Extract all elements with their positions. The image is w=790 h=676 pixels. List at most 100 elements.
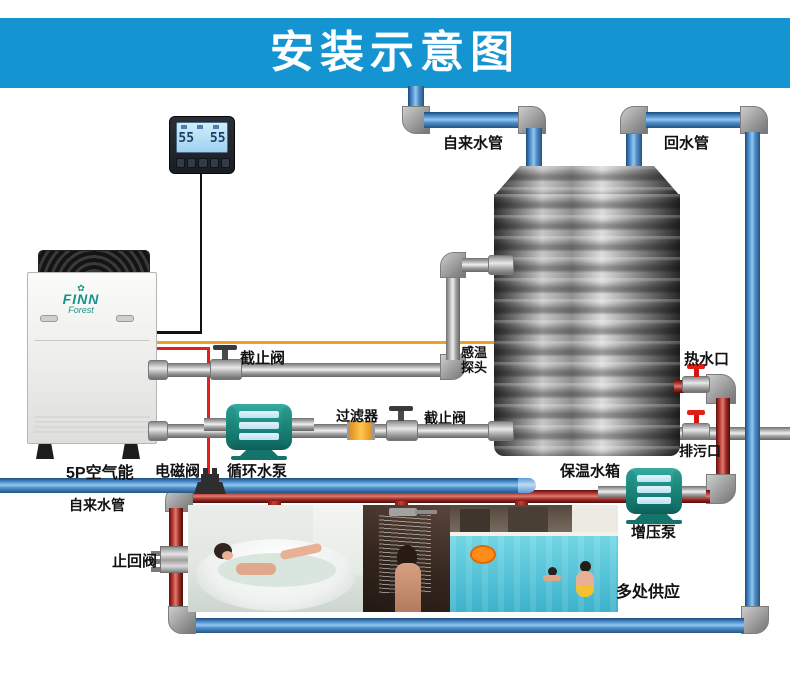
page-title: 安装示意图 [270, 28, 520, 77]
elbow-return-2 [740, 106, 768, 134]
pipe-tap-water-left [0, 478, 528, 493]
pipe-return-right-vertical [745, 132, 760, 610]
pipe-hot-water-main [182, 490, 710, 503]
controller-temp-right: 55 [209, 131, 226, 146]
check-valve-body [160, 546, 190, 573]
heat-pump-body [27, 272, 157, 444]
drain-valve-body [682, 423, 710, 440]
elbow-bottom-right [741, 606, 769, 634]
controller-temp-left: 55 [178, 131, 195, 146]
photo-bathtub [188, 505, 363, 612]
heat-pump-seam [34, 340, 150, 341]
heat-pump-foot-right [122, 444, 140, 459]
label-insulated-tank: 保温水箱 [560, 463, 621, 480]
heat-pump-fan-grille [38, 250, 150, 274]
controller-screen: 55 55 [176, 122, 228, 153]
label-multi-supply: 多处供应 [616, 584, 681, 601]
label-solenoid-valve: 电磁阀 [155, 463, 201, 480]
shower-head [389, 508, 417, 516]
stop-valve-lower-handle [389, 406, 413, 411]
controller-button[interactable] [198, 158, 208, 168]
filter-body [347, 421, 375, 440]
controller-button[interactable] [187, 158, 197, 168]
pipe-return-from-tank [626, 128, 642, 172]
controller-button[interactable] [220, 158, 231, 168]
swimmer-1-head [548, 567, 557, 576]
stop-valve-lower-body [386, 420, 418, 441]
hp-lower-pipe-coupling [148, 421, 168, 441]
pipe-return-horizontal [646, 112, 744, 128]
heat-pump-logo: ✿ FINN Forest [46, 284, 116, 315]
heat-pump-logo-line2: Forest [68, 305, 94, 315]
controller-wire-vertical [200, 174, 202, 333]
label-drain-outlet: 排污口 [679, 443, 721, 459]
solenoid-valve-base [194, 482, 226, 494]
label-tap-water-top: 自来水管 [443, 135, 504, 152]
shower-arm [415, 510, 437, 514]
photo-shower [363, 505, 450, 612]
heat-pump-louvers [34, 416, 150, 436]
label-temp-probe-line2: 探头 [461, 360, 488, 375]
swimmer-2-head [580, 561, 591, 572]
swimmer-2-body [576, 571, 594, 597]
solenoid-valve-prong-right [212, 468, 217, 475]
hp-upper-pipe-coupling [148, 360, 168, 380]
hot-water-valve-stem [694, 369, 699, 377]
pipe-tap-water-into-tank [526, 128, 542, 172]
stop-valve-upper-stem [222, 350, 228, 360]
label-stop-valve-lower: 截止阀 [424, 410, 466, 426]
pipe-hp-to-tank-upper [150, 363, 446, 377]
controller-button[interactable] [176, 158, 186, 168]
title-banner: 安装示意图 [0, 18, 790, 88]
drain-valve-stem [694, 415, 699, 423]
label-check-valve: 止回阀 [112, 553, 158, 570]
label-filter: 过滤器 [336, 408, 378, 424]
label-temp-probe: 感温 探头 [461, 345, 487, 375]
solenoid-wire-vertical [207, 347, 210, 474]
label-stop-valve-upper: 截止阀 [240, 350, 286, 367]
booster-pump [626, 468, 682, 524]
solenoid-wire-horizontal [156, 347, 210, 350]
stop-valve-lower-stem [398, 411, 404, 421]
hot-water-valve-body [682, 376, 710, 393]
circulation-pump-shaft-right [288, 418, 314, 431]
label-hot-water-outlet: 热水口 [684, 351, 730, 368]
label-booster-pump: 增压泵 [631, 524, 677, 541]
circulation-pump-shaft-left [204, 418, 230, 431]
tank-top-cone [494, 166, 680, 196]
check-valve-stub-1 [151, 551, 160, 556]
pipe-tap-water-left-cap [518, 478, 536, 493]
label-heat-pump: 5P空气能 [66, 465, 134, 482]
stop-valve-upper-handle [213, 345, 237, 350]
controller-buttons [176, 158, 231, 168]
pipe-hp-to-tank-vertical [446, 270, 460, 360]
booster-pump-shaft-right [678, 486, 706, 498]
shower-person-body [395, 563, 421, 612]
circulation-pump [226, 404, 292, 460]
controller-button[interactable] [209, 158, 219, 168]
pool-building-2 [508, 507, 548, 533]
temp-probe-wire [156, 341, 502, 344]
label-circulation-pump: 循环水泵 [227, 463, 288, 480]
pool-float [470, 545, 496, 564]
heat-pump-foot-left [36, 444, 54, 459]
pool-building-1 [460, 509, 490, 533]
logo-leaf-icon: ✿ [77, 283, 85, 293]
elbow-return-1 [620, 106, 648, 134]
label-tap-water-left: 自来水管 [69, 497, 125, 513]
bather-body [236, 563, 276, 575]
label-temp-probe-line1: 感温 [461, 345, 488, 360]
hot-water-valve-handle [687, 364, 705, 369]
check-valve-stub-3 [151, 567, 160, 572]
pipe-hot-water-down [716, 398, 730, 480]
photo-pool [450, 505, 618, 612]
stop-valve-upper-body [210, 359, 242, 380]
solenoid-valve-block [201, 474, 219, 483]
tank-upper-inlet-fitting [488, 255, 514, 275]
tank-body [494, 194, 680, 456]
heat-pump-logo-line1: FINN [62, 291, 100, 307]
controller-wire-horizontal [156, 331, 202, 334]
heat-pump-handle-left [40, 315, 58, 322]
controller-screen-icons [181, 125, 225, 129]
